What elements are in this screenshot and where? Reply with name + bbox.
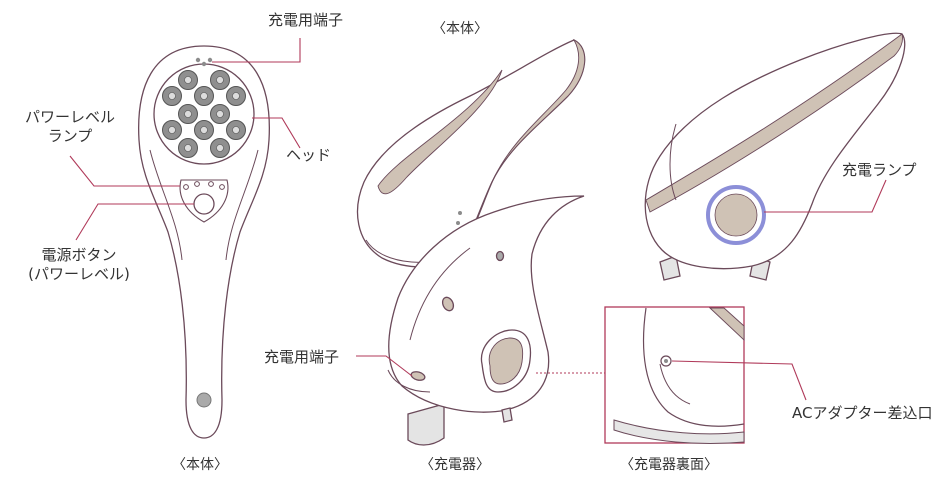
charger-view — [387, 195, 585, 446]
electrode-center-2 — [216, 76, 224, 84]
charger-lamp-center — [488, 337, 524, 385]
charger-rear-stripe — [645, 33, 903, 213]
electrode-center-7 — [216, 110, 224, 118]
electrode-center-10 — [232, 126, 240, 134]
charger-back-edge — [642, 307, 745, 427]
leader-ac-adapter — [671, 360, 807, 401]
charger-dot-mid — [441, 296, 455, 312]
label-charge-lamp: 充電ランプ — [842, 161, 917, 179]
electrode-center-12 — [216, 144, 224, 152]
label-charge-terminal-top: 充電用端子 — [268, 11, 344, 29]
label-power-button-line1: 電源ボタン — [41, 246, 117, 264]
body-front-inner-left — [149, 149, 183, 261]
label-power-level-lamp-line2: ランプ — [47, 127, 93, 145]
charger-foot — [407, 403, 445, 446]
electrode-center-3 — [168, 92, 176, 100]
leader-charge-terminal-top — [212, 38, 301, 63]
caption-charger-back: 〈充電器裏面〉 — [620, 457, 718, 473]
label-ac-adapter: ACアダプター差込口 — [792, 404, 933, 422]
bottom-button — [196, 392, 212, 408]
charger-back-base — [613, 419, 745, 444]
leader-power-level-lamp — [69, 155, 180, 187]
leader-head — [252, 117, 301, 149]
electrode-center-4 — [200, 92, 208, 100]
charger-back-view — [604, 306, 745, 444]
head-circle — [153, 63, 255, 165]
electrode-center-8 — [168, 126, 176, 134]
charger-back-groove — [659, 363, 691, 405]
charger-outline — [388, 195, 585, 413]
charger-rear-foot-left — [659, 255, 681, 281]
label-power-level-lamp: パワーレベル ランプ — [14, 108, 126, 146]
label-power-level-lamp-line1: パワーレベル — [24, 108, 115, 126]
body-front-inner-right — [225, 149, 259, 261]
power-button — [193, 193, 215, 215]
charge-terminal-dots — [195, 57, 213, 67]
body-side-view — [357, 38, 586, 268]
charge-lamp-center — [714, 193, 758, 237]
head-electrodes — [162, 70, 246, 158]
charger-back-frame — [604, 306, 745, 444]
electrode-center-6 — [184, 110, 192, 118]
charger-back-stripe — [708, 307, 745, 342]
label-power-button: 電源ボタン (パワーレベル) — [14, 246, 144, 284]
power-level-lamp-dots — [183, 181, 225, 190]
charger-small-foot — [501, 407, 513, 423]
caption-charger: 〈充電器〉 — [420, 457, 490, 473]
caption-body-front: 〈本体〉 — [172, 457, 228, 473]
caption-body-side: 〈本体〉 — [432, 21, 488, 37]
charger-rear-view — [644, 32, 906, 281]
leader-charge-lamp — [764, 179, 887, 213]
label-power-button-line2: (パワーレベル) — [28, 265, 130, 283]
leader-charge-terminal-charger — [356, 355, 413, 377]
charger-slot — [387, 369, 431, 393]
label-charge-terminal-charger: 充電用端子 — [264, 348, 340, 366]
charger-terminal — [410, 371, 426, 381]
electrode-center-5 — [232, 92, 240, 100]
charger-inner — [409, 247, 471, 341]
label-head: ヘッド — [286, 146, 332, 164]
electrode-center-1 — [184, 76, 192, 84]
body-side-accent — [377, 69, 503, 195]
charger-rear-edge — [669, 123, 677, 201]
electrode-center-9 — [200, 126, 208, 134]
charger-dot-top — [495, 250, 505, 262]
electrode-center-11 — [184, 144, 192, 152]
leader-power-button — [75, 203, 194, 241]
leader-lines — [69, 38, 887, 401]
